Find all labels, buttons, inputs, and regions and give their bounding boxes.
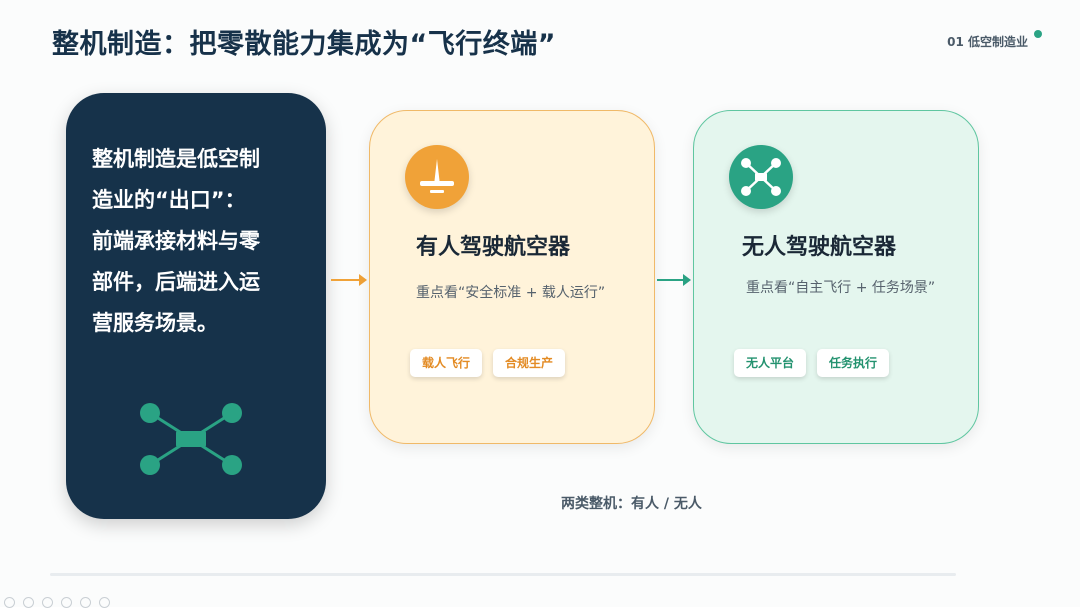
tag-mission-execution: 任务执行 (817, 349, 890, 377)
next-icon[interactable] (23, 597, 35, 608)
intro-line: 前端承接材料与零 (92, 229, 260, 253)
manned-subtitle: 重点看“安全标准 + 载人运行” (416, 285, 606, 301)
pen-icon[interactable] (42, 597, 54, 608)
tag-unmanned-platform: 无人平台 (734, 349, 807, 377)
aircraft-icon (405, 145, 469, 209)
intro-text: 整机制造是低空制 造业的“出口”： 前端承接材料与零 部件，后端进入运 营服务场… (92, 139, 307, 344)
intro-line: 整机制造是低空制 (92, 147, 260, 171)
slideshow-toolbar (4, 593, 113, 608)
drone-network-icon (140, 403, 242, 475)
intro-line: 部件，后端进入运 (92, 270, 260, 294)
intro-line: 营服务场景。 (92, 311, 218, 335)
manned-aircraft-card: 有人驾驶航空器 重点看“安全标准 + 载人运行” 载人飞行 合规生产 (369, 110, 655, 444)
unmanned-title: 无人驾驶航空器 (742, 235, 897, 260)
drone-icon (729, 145, 793, 209)
intro-card: 整机制造是低空制 造业的“出口”： 前端承接材料与零 部件，后端进入运 营服务场… (66, 93, 326, 519)
tag-compliant-production: 合规生产 (493, 349, 566, 377)
unmanned-subtitle: 重点看“自主飞行 + 任务场景” (746, 280, 936, 296)
intro-line: 造业的“出口”： (92, 188, 246, 212)
section-label: 01 低空制造业 (947, 35, 1028, 49)
bottom-divider (50, 573, 956, 576)
slides-icon[interactable] (61, 597, 73, 608)
prev-icon[interactable] (4, 597, 15, 608)
section-dot (1034, 30, 1042, 38)
unmanned-aircraft-card: 无人驾驶航空器 重点看“自主飞行 + 任务场景” 无人平台 任务执行 (693, 110, 979, 444)
arrow-to-unmanned (657, 274, 691, 286)
zoom-icon[interactable] (80, 597, 92, 608)
more-icon[interactable] (99, 597, 111, 608)
manned-title: 有人驾驶航空器 (416, 235, 571, 260)
page-title: 整机制造：把零散能力集成为“飞行终端” (52, 29, 556, 60)
tag-manned-flight: 载人飞行 (410, 349, 483, 377)
arrow-to-manned (331, 274, 367, 286)
caption: 两类整机：有人 / 无人 (561, 496, 702, 512)
